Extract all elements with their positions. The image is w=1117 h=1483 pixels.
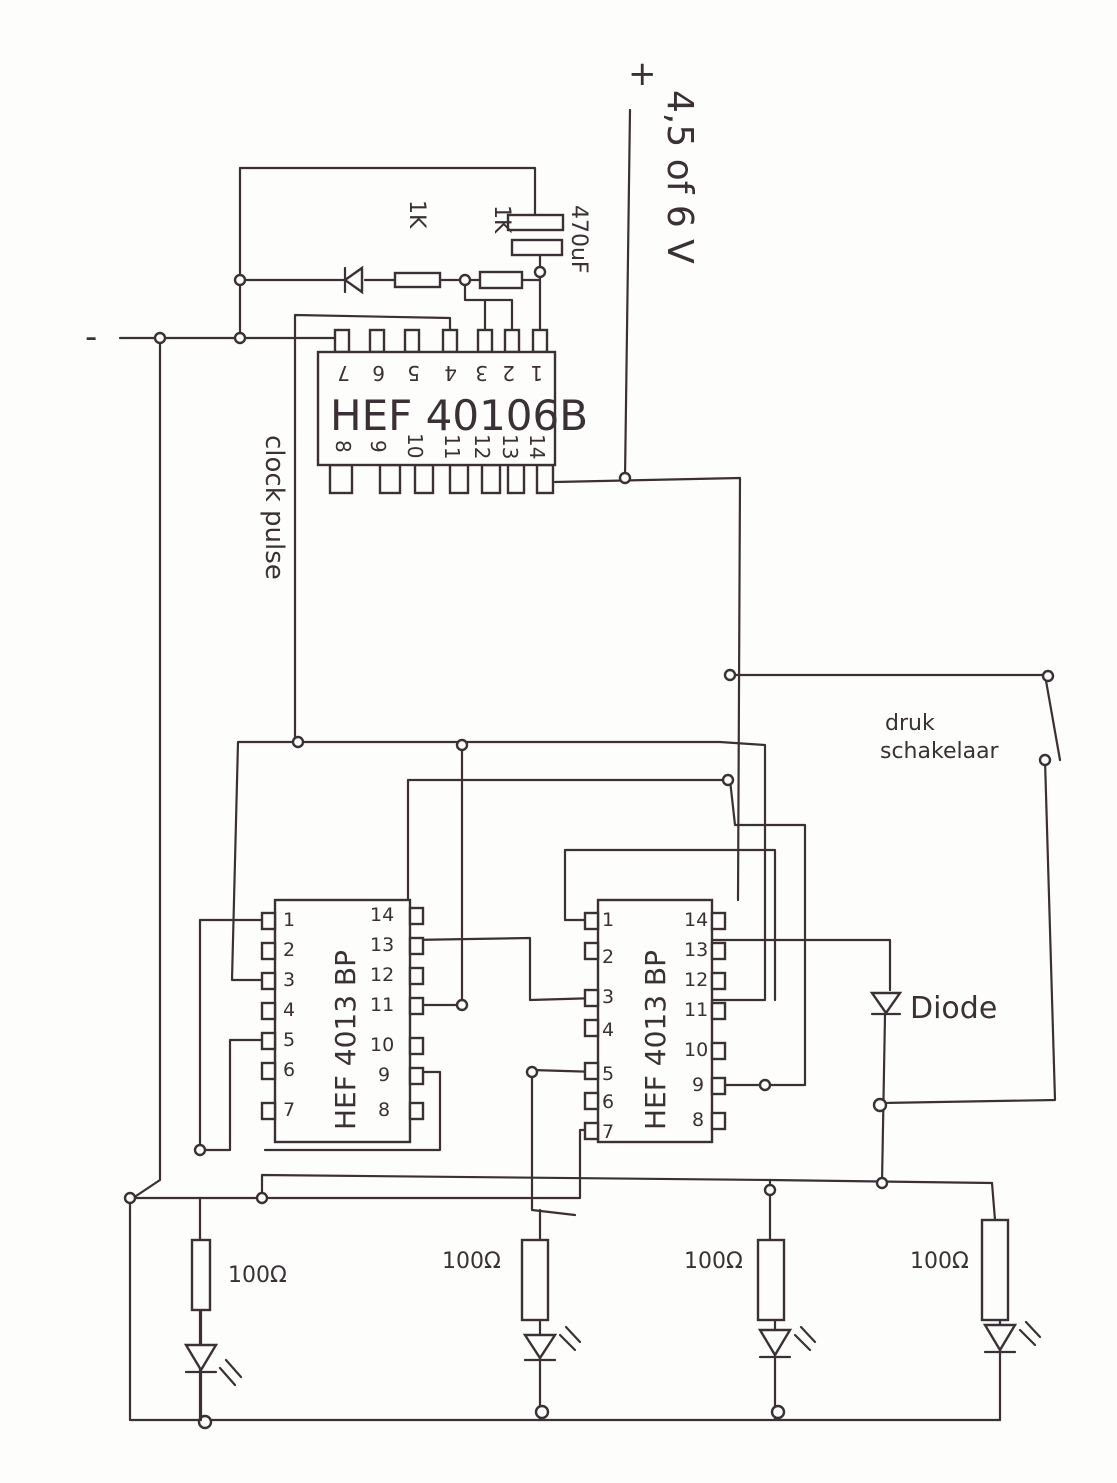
clock-pulse-label: clock pulse	[259, 435, 289, 580]
diode-main: Diode	[869, 991, 997, 1026]
led-branch-4: 100Ω	[910, 1218, 1042, 1354]
svg-text:470uF: 470uF	[566, 205, 591, 274]
svg-text:1K: 1K	[404, 200, 429, 229]
svg-text:9: 9	[692, 1074, 704, 1096]
diode-top	[342, 265, 364, 295]
svg-text:HEF 4013 BP: HEF 4013 BP	[329, 950, 362, 1130]
resistor-1k-a: 1K	[393, 200, 442, 289]
svg-text:5: 5	[602, 1063, 614, 1085]
svg-text:11: 11	[684, 999, 708, 1021]
svg-text:14: 14	[525, 434, 549, 459]
chip-main-label: HEF 40106B	[330, 391, 588, 440]
svg-text:10: 10	[403, 433, 427, 458]
minus-label: -	[85, 317, 97, 357]
svg-text:8: 8	[331, 440, 355, 453]
plus-label: +	[628, 54, 657, 94]
switch-label-1: druk	[885, 711, 935, 736]
svg-text:8: 8	[378, 1099, 390, 1121]
svg-text:Diode: Diode	[910, 991, 997, 1026]
svg-text:1: 1	[530, 361, 543, 385]
svg-text:6: 6	[372, 361, 385, 385]
svg-text:7: 7	[602, 1121, 614, 1143]
svg-text:7: 7	[337, 361, 350, 385]
svg-text:12: 12	[470, 434, 494, 459]
resistor-1k-b: 1K	[478, 205, 524, 290]
capacitor-470uf: 470uF	[506, 205, 591, 274]
svg-text:14: 14	[684, 909, 708, 931]
svg-text:10: 10	[370, 1034, 394, 1056]
svg-text:3: 3	[602, 986, 614, 1008]
svg-text:100Ω: 100Ω	[228, 1263, 287, 1288]
svg-text:6: 6	[602, 1091, 614, 1113]
svg-text:4: 4	[602, 1019, 614, 1041]
wires	[118, 108, 1062, 1422]
svg-text:HEF 4013 BP: HEF 4013 BP	[639, 950, 672, 1130]
svg-text:8: 8	[692, 1109, 704, 1131]
svg-text:100Ω: 100Ω	[684, 1249, 743, 1274]
svg-text:4: 4	[444, 361, 457, 385]
svg-text:5: 5	[283, 1029, 295, 1051]
svg-text:1: 1	[283, 909, 295, 931]
svg-text:3: 3	[283, 969, 295, 991]
svg-text:100Ω: 100Ω	[442, 1249, 501, 1274]
svg-text:1K: 1K	[489, 205, 514, 234]
svg-text:5: 5	[407, 361, 420, 385]
svg-text:9: 9	[378, 1064, 390, 1086]
svg-text:13: 13	[498, 434, 522, 459]
svg-text:10: 10	[684, 1039, 708, 1061]
svg-text:11: 11	[440, 434, 464, 459]
svg-text:100Ω: 100Ω	[910, 1249, 969, 1274]
svg-text:9: 9	[366, 440, 390, 453]
led-branch-3: 100Ω	[684, 1238, 817, 1359]
svg-text:12: 12	[684, 969, 708, 991]
svg-text:14: 14	[370, 904, 394, 926]
svg-text:2: 2	[602, 946, 614, 968]
svg-text:11: 11	[370, 994, 394, 1016]
svg-text:6: 6	[283, 1059, 295, 1081]
svg-text:3: 3	[475, 361, 488, 385]
svg-text:4: 4	[283, 999, 295, 1021]
svg-text:13: 13	[684, 939, 708, 961]
led-branch-2: 100Ω	[442, 1238, 582, 1362]
chip-hef40106b: 7 6 5 4 3 2 1 8 9 10 11 12 13 14 HEF 401…	[316, 328, 588, 495]
led-branch-1: 100Ω	[183, 1238, 287, 1422]
junctions	[123, 265, 1055, 1430]
voltage-label: 4,5 of 6 V	[659, 90, 700, 264]
svg-text:2: 2	[283, 939, 295, 961]
svg-text:13: 13	[370, 934, 394, 956]
switch-label-2: schakelaar	[880, 739, 1000, 764]
svg-text:2: 2	[502, 361, 515, 385]
svg-text:1: 1	[602, 909, 614, 931]
svg-text:12: 12	[370, 964, 394, 986]
svg-text:7: 7	[283, 1099, 295, 1121]
